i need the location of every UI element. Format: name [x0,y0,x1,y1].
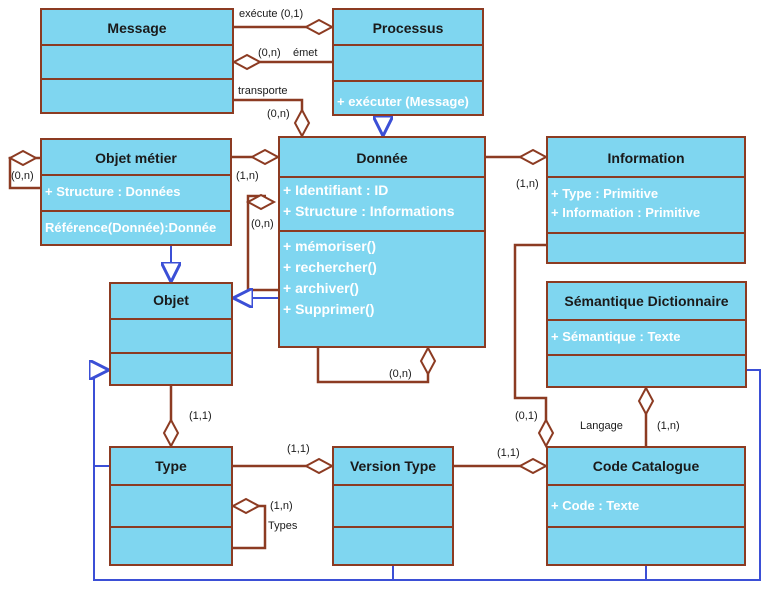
op-supprimer: + Supprimer() [283,301,375,317]
label-info-code: (0,1) [515,410,538,422]
diamond-emet [231,53,263,71]
class-code-catalogue-name: Code Catalogue [592,458,700,474]
diamond-objet-type [162,417,180,449]
diamond-om-donnee [249,148,281,166]
class-type-name: Type [155,458,187,474]
class-code-catalogue[interactable]: Code Catalogue + Code : Texte [546,446,746,566]
class-semantique-name: Sémantique Dictionnaire [564,293,729,309]
attr-code-texte: + Code : Texte [551,498,640,513]
op-memoriser: + mémoriser() [283,238,376,254]
class-donnee[interactable]: Donnée + Identifiant : ID + Structure : … [278,136,486,348]
assoc-donnee-self-top [246,194,278,292]
label-type-version: (1,1) [287,443,310,455]
label-om-self: (0,n) [11,170,34,182]
label-om-donnee: (1,n) [236,170,259,182]
class-donnee-name: Donnée [356,150,408,166]
label-types: Types [268,520,298,532]
assoc-info-code [513,243,548,446]
class-message[interactable]: Message [40,8,234,114]
inherit-bottom-bus [93,369,761,581]
attr-information-primitive: + Information : Primitive [551,205,701,220]
label-sem-code: (1,n) [657,420,680,432]
class-objet-name: Objet [153,292,189,308]
inherit-bus-objet [94,370,109,466]
attr-structure-informations: + Structure : Informations [283,203,455,219]
attr-structure-donnees: + Structure : Données [45,184,181,199]
diamond-sem-code [637,385,655,417]
class-objet[interactable]: Objet [109,282,233,386]
class-version-type-name: Version Type [349,458,437,474]
class-version-type[interactable]: Version Type [332,446,454,566]
label-transporte-mult: (0,n) [267,108,290,120]
label-transporte: transporte [238,85,288,97]
attr-semantique-texte: + Sémantique : Texte [551,329,681,344]
diamond-version-code [517,457,549,475]
label-execute: exécute (0,1) [239,8,304,20]
class-information[interactable]: Information + Type : Primitive + Informa… [546,136,746,264]
diamond-donnee-self-top [245,193,277,211]
label-emet: émet [293,47,318,59]
class-processus-name: Processus [372,20,444,36]
class-objet-metier[interactable]: Objet métier + Structure : Données Référ… [40,138,232,246]
attr-identifiant: + Identifiant : ID [283,182,389,198]
class-objet-metier-name: Objet métier [95,150,177,166]
label-donnee-self-bottom: (0,n) [389,368,412,380]
diamond-type-self [230,497,262,515]
diamond-om-self [7,149,39,167]
class-type[interactable]: Type [109,446,233,566]
label-emet-mult: (0,n) [258,47,281,59]
label-info-mult: (1,n) [516,178,539,190]
class-semantique-dictionnaire[interactable]: Sémantique Dictionnaire + Sémantique : T… [546,281,747,388]
diamond-donnee-info [517,148,549,166]
label-donnee-self-top: (0,n) [251,218,274,230]
diamond-type-version [303,457,335,475]
attr-type-primitive: + Type : Primitive [551,186,659,201]
label-langage: Langage [580,420,623,432]
diamond-transporte [293,107,311,139]
op-archiver: + archiver() [283,280,359,296]
op-rechercher: + rechercher() [283,259,377,275]
class-message-name: Message [107,20,167,36]
label-objet-type: (1,1) [189,410,212,422]
op-reference: Référence(Donnée):Donnée [45,220,217,235]
label-types-mult: (1,n) [270,500,293,512]
class-processus[interactable]: Processus + exécuter (Message) [332,8,484,116]
diamond-info-code [537,417,555,449]
class-information-name: Information [607,150,685,166]
diamond-execute [303,18,335,36]
diamond-donnee-self-bottom [419,345,437,377]
op-executer: + exécuter (Message) [337,94,469,109]
label-version-code: (1,1) [497,447,520,459]
